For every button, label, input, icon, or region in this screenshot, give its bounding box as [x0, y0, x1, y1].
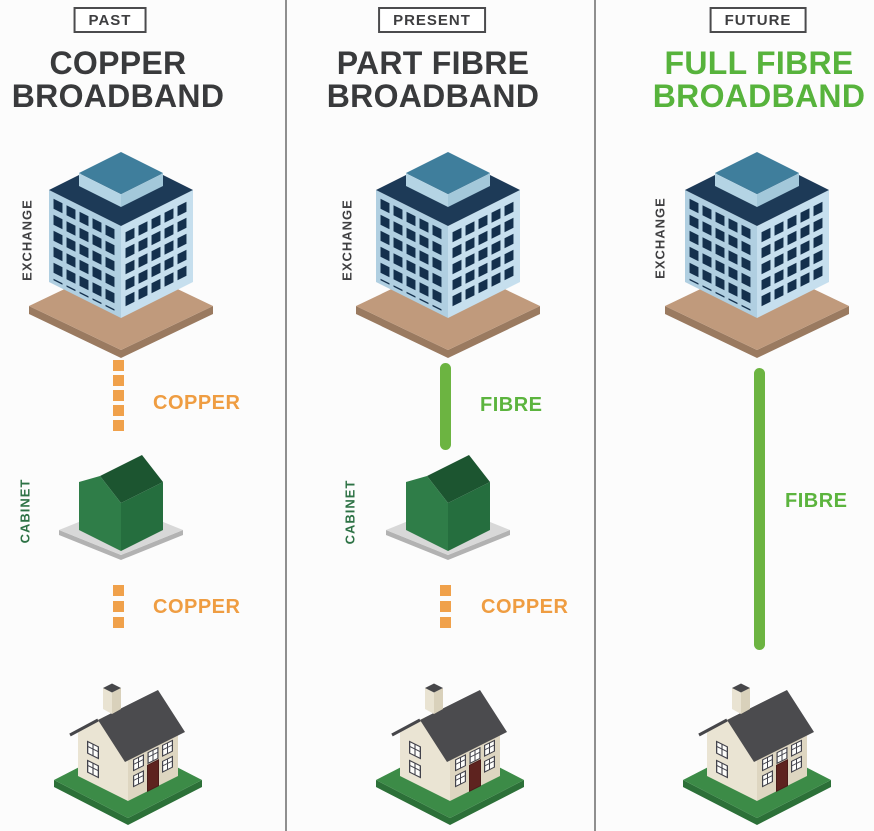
title-line: COPPER	[49, 45, 187, 81]
fibre-line-icon	[754, 368, 765, 650]
house-icon	[52, 666, 204, 828]
title-line: PART FIBRE	[336, 45, 530, 81]
fibre-label: FIBRE	[785, 490, 848, 512]
copper-line-icon	[113, 360, 124, 432]
house-icon	[681, 666, 833, 828]
copper-line-icon	[113, 585, 124, 629]
fibre-label: FIBRE	[480, 394, 543, 416]
cabinet-icon	[385, 450, 511, 564]
cabinet-label: CABINET	[17, 478, 33, 544]
cabinet-icon	[58, 450, 184, 564]
era-badge-present: PRESENT	[378, 7, 486, 33]
house-icon	[374, 666, 526, 828]
fibre-line-icon	[440, 363, 451, 450]
title-line: BROADBAND	[652, 78, 866, 114]
exchange-building-icon	[355, 146, 541, 358]
column-title-future: FULL FIBRE BROADBAND	[653, 47, 865, 113]
era-badge-future: FUTURE	[709, 7, 807, 33]
column-title-present: PART FIBRE BROADBAND	[327, 47, 539, 113]
exchange-building-icon	[28, 146, 214, 358]
era-badge-past: PAST	[73, 7, 147, 33]
copper-line-icon	[440, 585, 451, 629]
title-line: BROADBAND	[326, 78, 540, 114]
title-line: FULL FIBRE	[664, 45, 854, 81]
exchange-label: EXCHANGE	[339, 199, 355, 281]
cabinet-label: CABINET	[342, 479, 358, 545]
column-divider	[594, 0, 596, 831]
exchange-building-icon	[664, 146, 850, 358]
copper-label: COPPER	[153, 596, 241, 618]
column-title-past: COPPER BROADBAND	[12, 47, 224, 113]
copper-label: COPPER	[481, 596, 569, 618]
copper-label: COPPER	[153, 392, 241, 414]
column-divider	[285, 0, 287, 831]
title-line: BROADBAND	[11, 78, 225, 114]
